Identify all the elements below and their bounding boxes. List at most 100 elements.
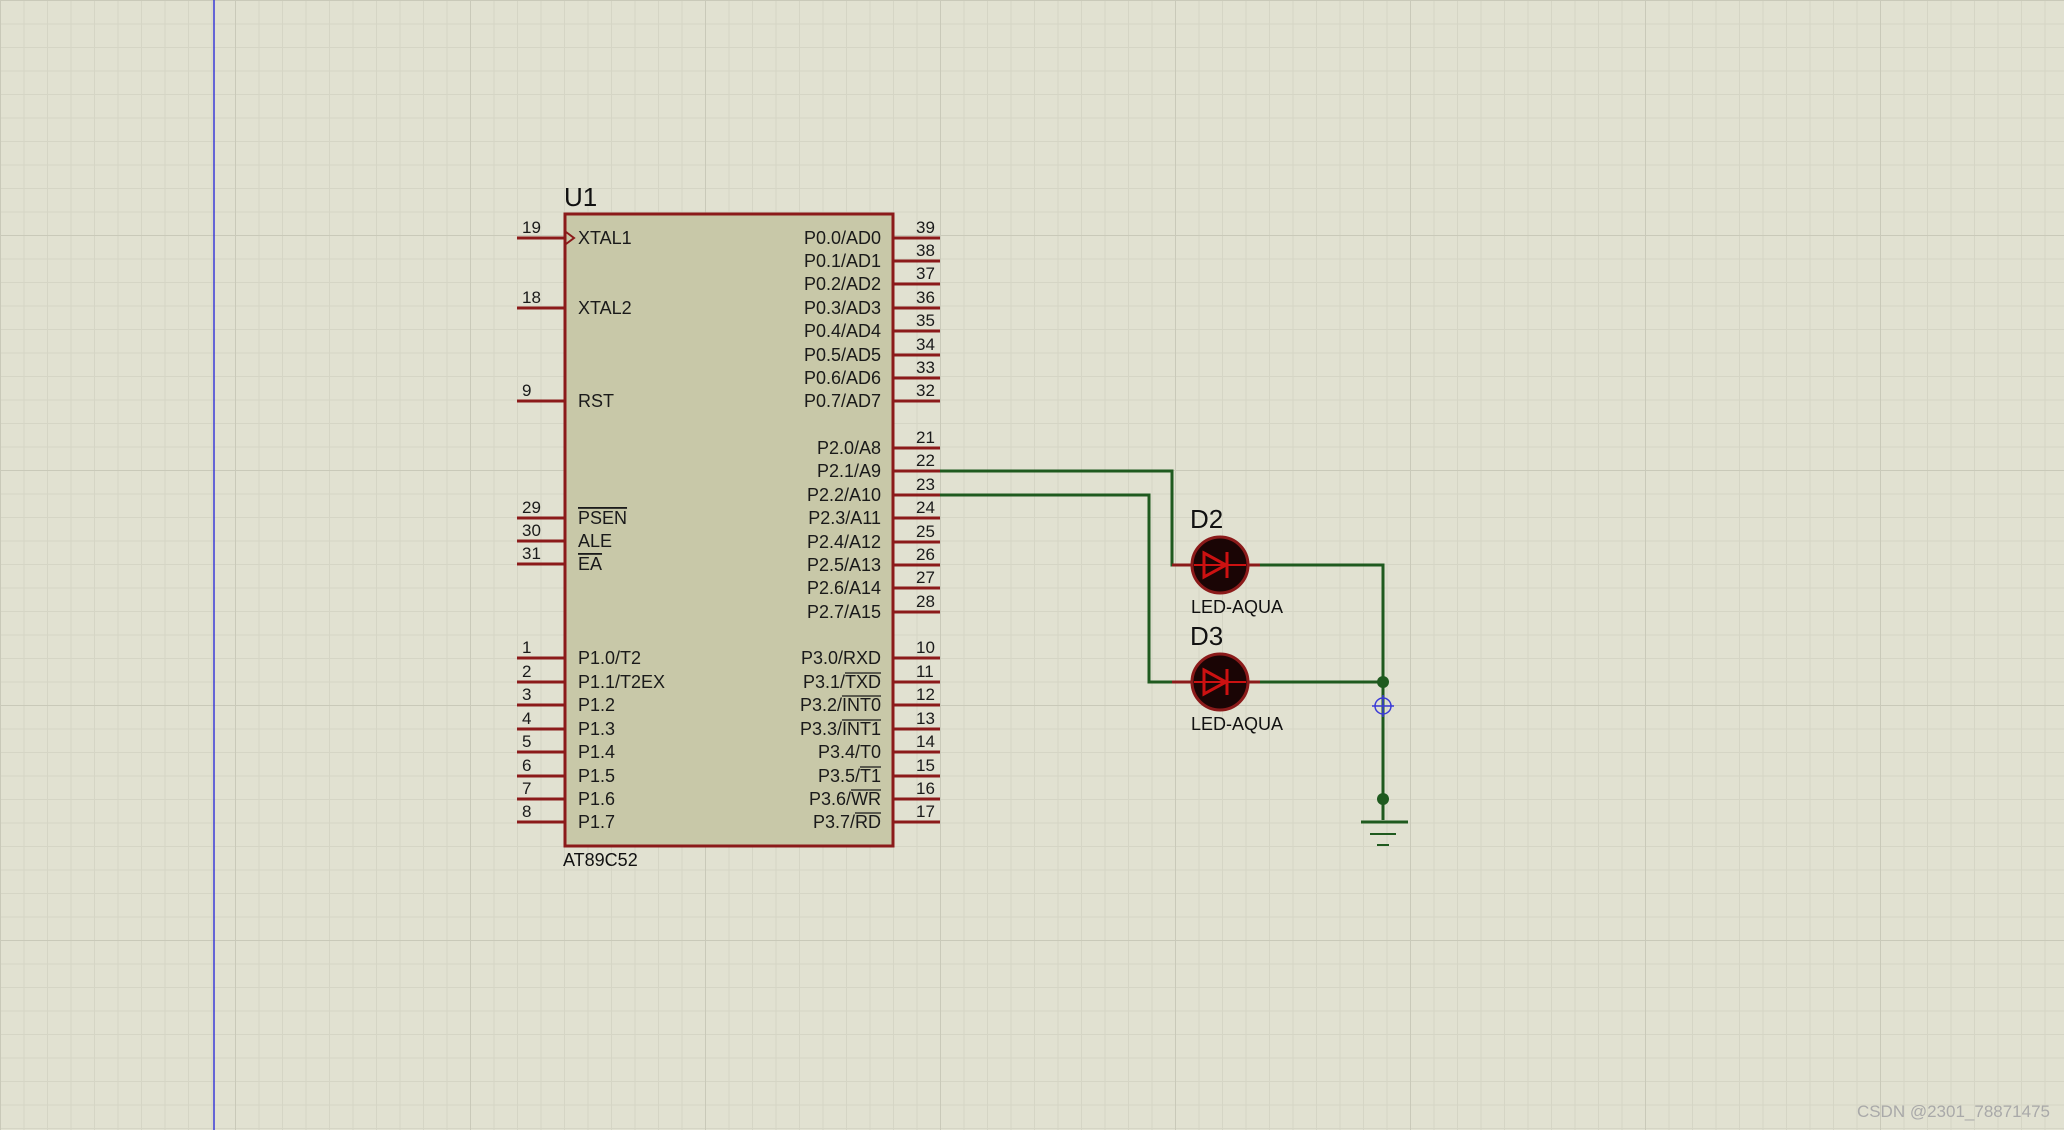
wire-p21-to-d2[interactable]	[940, 469, 1192, 567]
pin-number: 2	[522, 662, 531, 681]
mcu-pin-left[interactable]: 4P1.3	[517, 709, 615, 739]
ground-symbol[interactable]	[1361, 820, 1408, 846]
mcu-pin-left[interactable]: 1P1.0/T2	[517, 638, 641, 668]
mcu-pin-left[interactable]: 8P1.7	[517, 802, 615, 832]
wire-p22-to-d3[interactable]	[940, 493, 1192, 684]
pin-number: 10	[916, 638, 935, 657]
pin-number: 26	[916, 545, 935, 564]
pin-number: 3	[522, 685, 531, 704]
pin-number: 28	[916, 592, 935, 611]
mcu-pin-left[interactable]: 3P1.2	[517, 685, 615, 715]
wire-d2-to-gnd[interactable]	[1249, 563, 1385, 820]
pin-number: 1	[522, 638, 531, 657]
crosshair-cursor-icon	[1372, 695, 1394, 717]
pin-number: 7	[522, 779, 531, 798]
pin-name: P3.1/TXD	[803, 672, 881, 692]
mcu-u1[interactable]: U1 AT89C52 19XTAL118XTAL29RST29PSEN30ALE…	[517, 182, 940, 870]
pin-name: P2.0/A8	[817, 438, 881, 458]
pin-number: 13	[916, 709, 935, 728]
mcu-part-label: AT89C52	[563, 850, 638, 870]
mcu-pin-left[interactable]: 7P1.6	[517, 779, 615, 809]
pin-name: P3.2/INT0	[800, 695, 881, 715]
pin-name: P3.4/T0	[818, 742, 881, 762]
pin-name: ALE	[578, 531, 612, 551]
pin-number: 39	[916, 218, 935, 237]
pin-name: P1.5	[578, 766, 615, 786]
pin-name: P2.4/A12	[807, 532, 881, 552]
pin-name: P0.3/AD3	[804, 298, 881, 318]
led-ref-label: D3	[1190, 621, 1223, 651]
wire-junction	[1377, 793, 1389, 805]
mcu-pin-left[interactable]: 6P1.5	[517, 756, 615, 786]
pin-name: P1.3	[578, 719, 615, 739]
pin-number: 18	[522, 288, 541, 307]
pin-number: 21	[916, 428, 935, 447]
clock-pin-marker	[565, 231, 576, 245]
pin-number: 32	[916, 381, 935, 400]
pin-number: 30	[522, 521, 541, 540]
pin-name: P3.3/INT1	[800, 719, 881, 739]
pin-name: P1.2	[578, 695, 615, 715]
mcu-pin-left[interactable]: 5P1.4	[517, 732, 615, 762]
pin-number: 29	[522, 498, 541, 517]
pin-name: P1.4	[578, 742, 615, 762]
pin-number: 5	[522, 732, 531, 751]
pin-name: P1.0/T2	[578, 648, 641, 668]
pin-name: P0.0/AD0	[804, 228, 881, 248]
pin-number: 14	[916, 732, 935, 751]
pin-name: RST	[578, 391, 614, 411]
pin-name: P3.7/RD	[813, 812, 881, 832]
led-d3[interactable]: D3 LED-AQUA	[1172, 621, 1283, 734]
watermark: CSDN @2301_78871475	[1857, 1102, 2050, 1121]
pin-number: 17	[916, 802, 935, 821]
pin-name: P1.7	[578, 812, 615, 832]
led-d2[interactable]: D2 LED-AQUA	[1172, 504, 1283, 617]
pin-name: P2.3/A11	[808, 508, 881, 528]
pin-name: P1.1/T2EX	[578, 672, 665, 692]
pin-number: 23	[916, 475, 935, 494]
pin-name: P1.6	[578, 789, 615, 809]
pin-number: 19	[522, 218, 541, 237]
pin-number: 6	[522, 756, 531, 775]
wires	[940, 469, 1389, 820]
pin-number: 4	[522, 709, 531, 728]
pin-name: P2.2/A10	[807, 485, 881, 505]
mcu-body[interactable]	[563, 212, 895, 848]
mcu-pin-left[interactable]: 2P1.1/T2EX	[517, 662, 665, 692]
pin-name: P0.6/AD6	[804, 368, 881, 388]
pin-number: 37	[916, 264, 935, 283]
pin-name: P2.5/A13	[807, 555, 881, 575]
